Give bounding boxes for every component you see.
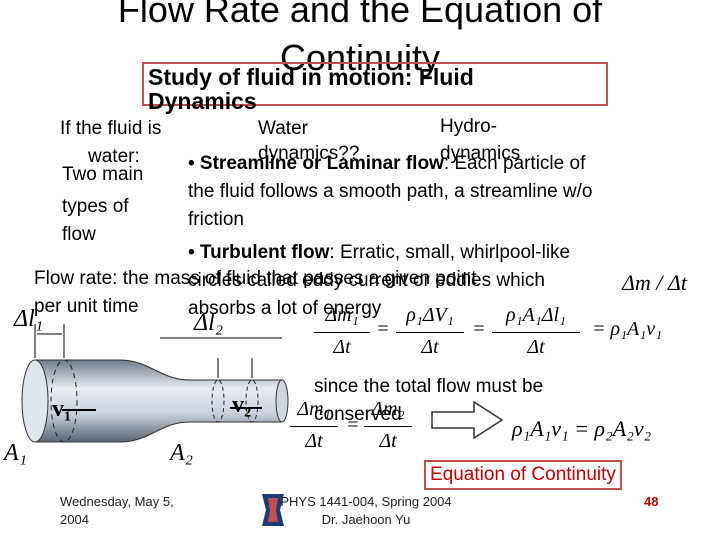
left-label-3: flow (62, 224, 96, 245)
eq1-mid-num: ρ₁ΔV₁ (406, 304, 454, 326)
eq1-lhs-bar (314, 332, 370, 333)
v1-label: v₁ (52, 396, 72, 422)
eq1-r-den: Δt (527, 336, 545, 358)
eq2-r-den: Δt (379, 430, 397, 452)
eq2-lhs-num: Δm₁ (297, 398, 331, 420)
flow-rate-line2: per unit time (34, 296, 139, 317)
hydro-text: Hydro- (440, 116, 498, 137)
equation-label: Equation of Continuity (424, 460, 622, 490)
turbulent-def1: : Erratic, small, whirlpool-like (329, 242, 571, 263)
footer-date-2: 2004 (60, 512, 89, 527)
flow-rate-line1: Flow rate: the mass of fluid that passes… (34, 268, 477, 289)
page-title-line2: Continuity (279, 37, 441, 78)
header-box (142, 62, 608, 106)
continuity-equation: ρ₁A₁v₁ = ρ₂A₂v₂ (512, 416, 652, 441)
turbulent-line1: • Turbulent flow: Erratic, small, whirlp… (188, 242, 570, 264)
pipe-diagram (21, 324, 289, 443)
eq1-eq-b: = (472, 318, 486, 340)
arrow-icon (431, 400, 504, 440)
streamline-line2: the fluid follows a smooth path, a strea… (188, 181, 593, 202)
if-fluid-text: If the fluid is (60, 118, 162, 139)
logo-icon (262, 494, 284, 526)
dl2-label: Δl₂ (194, 310, 224, 336)
footer-date-1: Wednesday, May 5, (60, 494, 174, 509)
page-title: Flow Rate and the Equation of (117, 0, 603, 30)
v2-label: v₂ (232, 392, 252, 418)
footer-course: PHYS 1441-004, Spring 2004 (280, 494, 452, 509)
eq1-r-num: ρ₁A₁Δl₁ (506, 304, 566, 326)
left-label-1: Two main (62, 164, 144, 185)
eq2-lhs-bar (290, 426, 338, 427)
streamline-term: • Streamline or Laminar flow (188, 153, 444, 174)
conservation-line1: since the total flow must be (314, 376, 544, 397)
header-line1: Study of fluid in motion: Fluid (148, 64, 474, 90)
eq2-r-bar (364, 426, 412, 427)
eq1-end: = ρ₁A₁v₁ (592, 318, 663, 340)
streamline-line3: friction (188, 209, 244, 230)
a1-label: A₁ (4, 440, 28, 466)
eq2-eq: = (346, 414, 360, 436)
dl1-label: Δl₁ (14, 306, 44, 332)
streamline-line1: • Streamline or Laminar flow: Each parti… (188, 153, 585, 175)
conservation-line2: conserved (314, 404, 402, 425)
header-line2: Dynamics (148, 88, 257, 114)
eq2-r-num: Δm₂ (371, 398, 405, 420)
dynamics-text: dynamics (440, 143, 521, 164)
mass-rate-expression: Δm / Δt (622, 270, 687, 295)
water-colon-text: water: (88, 146, 140, 167)
turbulent-line2: circles called eddy current or eddies wh… (188, 270, 545, 291)
turbulent-term: • Turbulent flow (188, 242, 330, 263)
a2-label: A₂ (170, 440, 194, 466)
dynamics-qq-text: dynamics?? (258, 143, 360, 164)
eq1-mid-den: Δt (421, 336, 439, 358)
left-label-2: types of (62, 196, 129, 217)
eq1-eq-a: = (376, 318, 390, 340)
eq1-lhs-num: Δm₁ (325, 304, 359, 326)
eq1-lhs-den: Δt (333, 336, 351, 358)
footer-instructor: Dr. Jaehoon Yu (321, 512, 411, 527)
streamline-def1: : Each particle of (443, 153, 586, 174)
page-number: 48 (644, 494, 659, 509)
water-text: Water (258, 118, 308, 139)
eq1-r-bar (492, 332, 580, 333)
turbulent-line3: absorbs a lot of energy (188, 298, 382, 319)
eq1-mid-bar (396, 332, 464, 333)
eq2-lhs-den: Δt (305, 430, 323, 452)
